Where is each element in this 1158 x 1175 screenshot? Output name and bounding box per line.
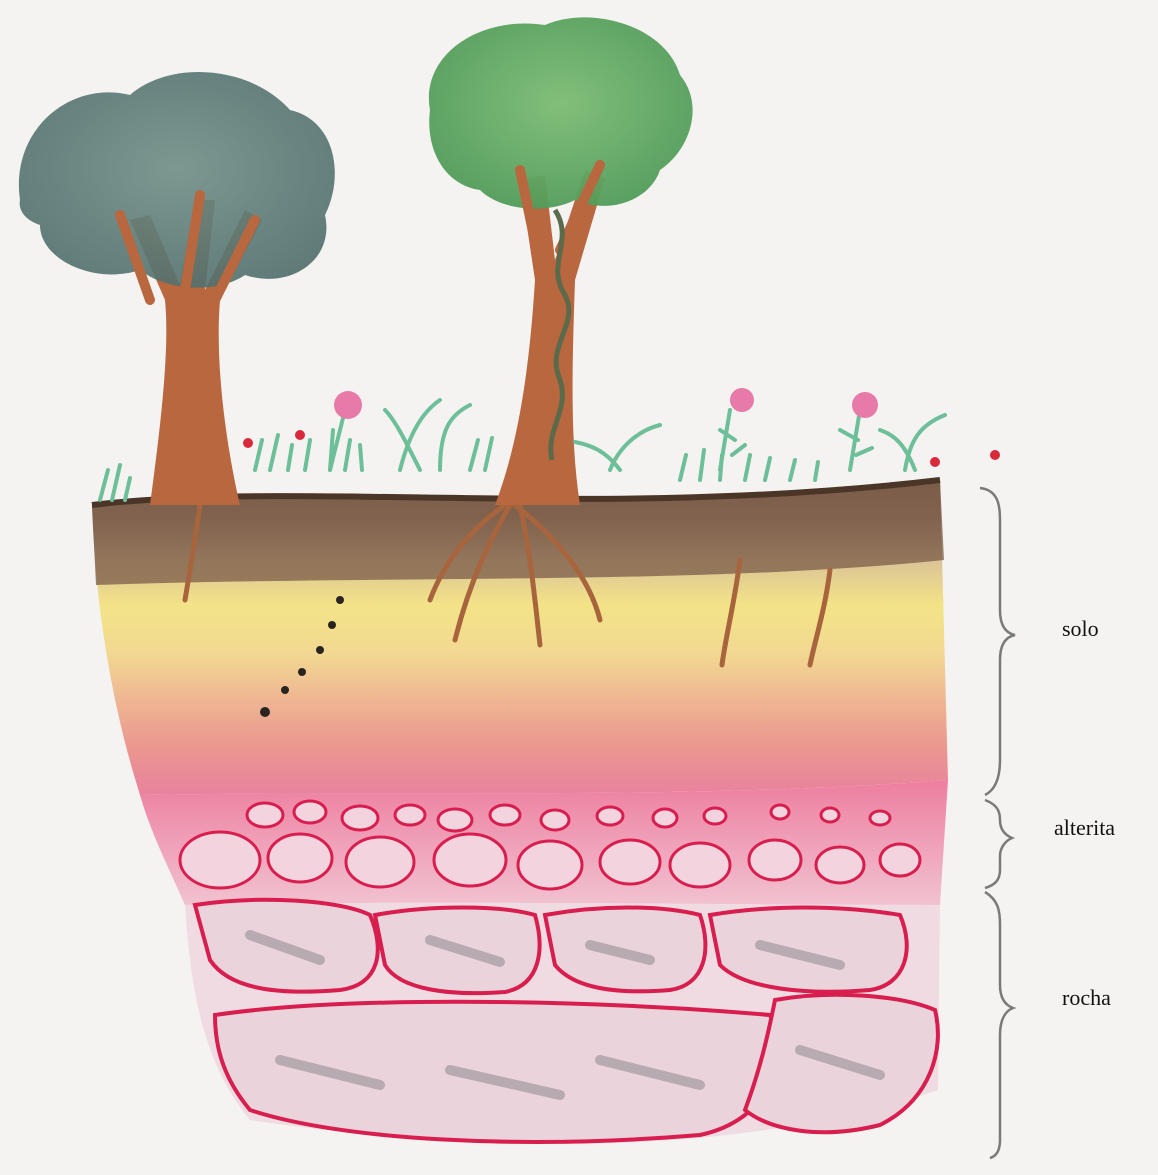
flower-pink	[852, 392, 878, 418]
flower-red	[243, 438, 253, 448]
flower-pink	[334, 391, 362, 419]
flower-red	[930, 457, 940, 467]
bedrock-blocks	[195, 900, 938, 1142]
label-solo: solo	[1062, 616, 1099, 642]
tree-right-crown	[429, 17, 693, 208]
flower-red	[295, 430, 305, 440]
flower-pink	[730, 388, 754, 412]
flower-red	[990, 450, 1000, 460]
label-alterita: alterita	[1054, 815, 1115, 841]
label-rocha: rocha	[1062, 985, 1111, 1011]
